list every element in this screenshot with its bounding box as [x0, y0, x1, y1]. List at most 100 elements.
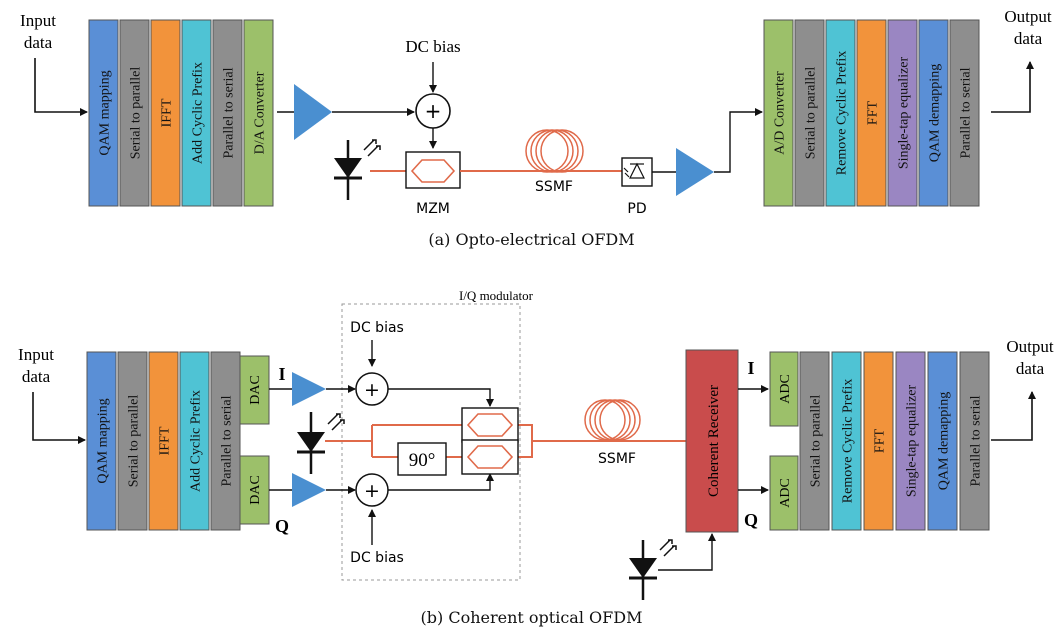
photodiode-icon	[623, 162, 645, 179]
adc-q-label: ADC	[778, 478, 793, 508]
single-tap-equalizer-label: Single-tap equalizer	[897, 56, 912, 169]
rx-block-chain-a: A/D Converter Serial to parallel Remove Cy…	[763, 19, 980, 207]
serial-to-parallel-block	[119, 19, 150, 207]
dac-i-label: DAC	[248, 375, 263, 405]
a-d-converter-label: A/D Converter	[773, 71, 788, 155]
parallel-to-serial-block	[959, 351, 990, 531]
add-cyclic-prefix-block	[179, 351, 210, 531]
i-label-rx: I	[747, 358, 754, 378]
parallel-to-serial-label: Parallel to serial	[220, 395, 235, 486]
dc-bias-label-top: DC bias	[350, 320, 404, 336]
d-a-converter-label: D/A Converter	[253, 71, 268, 154]
ifft-block	[150, 19, 181, 207]
input-arrow-a	[34, 58, 88, 116]
input-label-b-line1: Input	[18, 345, 54, 364]
plus-sign-i: +	[364, 379, 380, 401]
phase-shifter-label: 90°	[409, 450, 436, 471]
mzm-q-waveguide-icon	[466, 445, 514, 469]
coherent-receiver-block	[685, 349, 739, 533]
rx-block-chain-b: Serial to parallel Remove Cyclic Prefix FF…	[799, 351, 990, 531]
add-cyclic-prefix-block	[181, 19, 212, 207]
line-adder-mzm-q	[388, 473, 494, 491]
single-tap-equalizer-label: Single-tap equalizer	[905, 384, 920, 497]
panel-a: Input data QAM mapping Serial to parallel…	[20, 7, 1052, 217]
fft-label: FFT	[873, 428, 888, 453]
dc-bias-label-a: DC bias	[405, 37, 460, 56]
qam-demapping-block	[927, 351, 958, 531]
parallel-to-serial-block	[949, 19, 980, 207]
dc-bias-label-bottom: DC bias	[350, 550, 404, 566]
fft-block	[856, 19, 887, 207]
parallel-to-serial-block	[210, 351, 241, 531]
output-label-a-line1: Output	[1004, 7, 1052, 26]
remove-cyclic-prefix-label: Remove Cyclic Prefix	[841, 379, 856, 503]
laser-diode-icon-b	[297, 412, 345, 474]
serial-to-parallel-label: Serial to parallel	[129, 67, 144, 160]
remove-cyclic-prefix-block	[831, 351, 862, 531]
d-a-converter-block	[243, 19, 274, 207]
pd-label: PD	[627, 201, 646, 217]
fiber-coil-icon	[525, 129, 584, 173]
serial-to-parallel-block	[117, 351, 148, 531]
input-arrow-b	[32, 392, 86, 444]
remove-cyclic-prefix-label: Remove Cyclic Prefix	[835, 51, 850, 175]
single-tap-equalizer-block	[887, 19, 918, 207]
mzm-q-box	[461, 439, 519, 475]
output-arrow-a	[991, 61, 1034, 113]
i-label-tx: I	[278, 364, 285, 384]
adc-i-label: ADC	[778, 374, 793, 404]
iq-modulator-label: I/Q modulator	[459, 288, 534, 303]
fft-label: FFT	[866, 100, 881, 125]
fiber-coil-icon-b	[584, 399, 641, 441]
dac-q-block	[239, 455, 270, 525]
input-label-a-line1: Input	[20, 11, 56, 30]
adc-q-block	[769, 455, 799, 531]
add-cyclic-prefix-label: Add Cyclic Prefix	[189, 390, 204, 492]
phase-shifter-box	[397, 442, 447, 476]
output-label-b-line1: Output	[1006, 337, 1054, 356]
fft-block	[863, 351, 894, 531]
ifft-block	[148, 351, 179, 531]
serial-to-parallel-block	[794, 19, 825, 207]
coherent-receiver-label: Coherent Receiver	[706, 385, 722, 497]
parallel-to-serial-label: Parallel to serial	[969, 395, 984, 486]
ssmf-label-b: SSMF	[598, 451, 636, 467]
mzm-i-box	[461, 407, 519, 443]
parallel-to-serial-label: Parallel to serial	[222, 67, 237, 158]
ifft-label: IFFT	[158, 426, 173, 455]
qam-mapping-label: QAM mapping	[98, 70, 113, 155]
input-label-a-line2: data	[24, 33, 53, 52]
amplifier-i-icon	[292, 372, 326, 406]
serial-to-parallel-label: Serial to parallel	[809, 395, 824, 488]
parallel-to-serial-label: Parallel to serial	[959, 67, 974, 158]
qam-mapping-block	[88, 19, 119, 207]
amplifier-q-icon	[292, 473, 326, 507]
input-label-b-line2: data	[22, 367, 51, 386]
ifft-label: IFFT	[160, 98, 175, 127]
local-oscillator-laser-icon	[629, 539, 677, 600]
line-adder-mzm-i	[388, 388, 494, 407]
mzm-waveguide-icon	[410, 159, 456, 183]
lo-to-receiver-line	[658, 533, 716, 571]
adc-i-block	[769, 351, 799, 427]
q-label-rx: Q	[744, 510, 758, 530]
laser-diode-icon	[334, 139, 381, 200]
iq-fiber-paths	[325, 424, 686, 458]
qam-mapping-block	[86, 351, 117, 531]
mzm-i-waveguide-icon	[466, 413, 514, 437]
a-d-converter-block	[763, 19, 794, 207]
caption-b: (b) Coherent optical OFDM	[420, 608, 643, 627]
remove-cyclic-prefix-block	[825, 19, 856, 207]
serial-to-parallel-label: Serial to parallel	[804, 67, 819, 160]
caption-a: (a) Opto-electrical OFDM	[428, 230, 635, 249]
add-cyclic-prefix-label: Add Cyclic Prefix	[191, 62, 206, 164]
qam-demapping-label: QAM demapping	[937, 392, 952, 490]
parallel-to-serial-block	[212, 19, 243, 207]
line-amp-adc-a	[714, 108, 763, 173]
dac-i-block	[239, 355, 270, 425]
plus-sign: +	[425, 99, 442, 123]
q-label-tx: Q	[275, 516, 289, 536]
mzm-label: MZM	[416, 201, 450, 217]
